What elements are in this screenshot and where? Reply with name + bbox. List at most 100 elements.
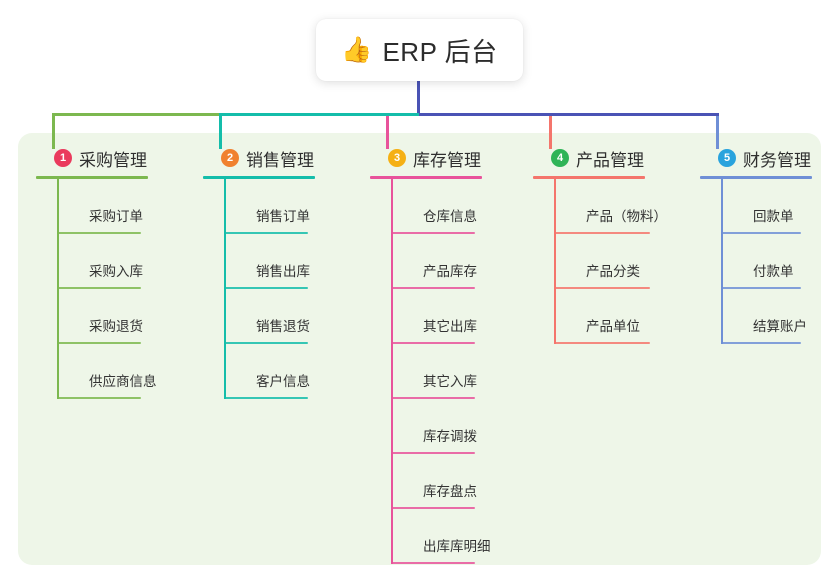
category-column-2: 2 销售管理销售订单销售出库销售退货客户信息 bbox=[203, 146, 315, 399]
leaf-item-underline bbox=[391, 507, 475, 509]
leaf-item-underline bbox=[721, 232, 801, 234]
leaf-item-label: 产品库存 bbox=[423, 264, 477, 279]
root-node-erp-backend[interactable]: 👍 ERP 后台 bbox=[316, 19, 523, 81]
leaf-item[interactable]: 结算账户 bbox=[721, 289, 812, 344]
leaf-item-label: 产品分类 bbox=[586, 264, 640, 279]
connector-bus-indigo bbox=[419, 113, 719, 116]
leaf-item-label: 回款单 bbox=[753, 209, 794, 224]
leaf-item-label: 销售出库 bbox=[256, 264, 310, 279]
category-items-3: 仓库信息产品库存其它出库其它入库库存调拨库存盘点出库库明细 bbox=[391, 179, 491, 564]
category-header-1[interactable]: 1 采购管理 bbox=[36, 146, 148, 170]
leaf-item[interactable]: 其它出库 bbox=[391, 289, 482, 344]
leaf-item[interactable]: 回款单 bbox=[721, 179, 812, 234]
leaf-item-underline bbox=[224, 342, 308, 344]
category-title-4: 产品管理 bbox=[576, 150, 644, 170]
leaf-item-label: 客户信息 bbox=[256, 374, 310, 389]
leaf-item[interactable]: 销售退货 bbox=[224, 289, 315, 344]
item-spine-1 bbox=[57, 179, 59, 399]
leaf-item-underline bbox=[391, 342, 475, 344]
connector-drop-3 bbox=[386, 116, 389, 149]
leaf-item-underline bbox=[391, 287, 475, 289]
category-items-5: 回款单付款单结算账户 bbox=[721, 179, 812, 344]
category-badge-5: 5 bbox=[718, 149, 736, 167]
connector-bus-green bbox=[52, 113, 219, 116]
item-spine-2 bbox=[224, 179, 226, 399]
category-column-4: 4 产品管理产品（物料） 产品分类产品单位 bbox=[533, 146, 667, 344]
connector-drop-1 bbox=[52, 116, 55, 149]
leaf-item-label: 采购入库 bbox=[89, 264, 143, 279]
leaf-item-underline bbox=[554, 342, 650, 344]
category-title-2: 销售管理 bbox=[246, 150, 314, 170]
leaf-item[interactable]: 仓库信息 bbox=[391, 179, 482, 234]
leaf-item-label: 库存调拨 bbox=[423, 429, 477, 444]
leaf-item-underline bbox=[391, 452, 475, 454]
leaf-item-label: 出库库明细 bbox=[423, 539, 491, 554]
leaf-item-label: 其它出库 bbox=[423, 319, 477, 334]
category-underline-3 bbox=[370, 176, 482, 179]
leaf-item[interactable]: 产品分类 bbox=[554, 234, 650, 289]
leaf-item[interactable]: 销售出库 bbox=[224, 234, 315, 289]
leaf-item-label: 销售退货 bbox=[256, 319, 310, 334]
leaf-item-underline bbox=[57, 232, 141, 234]
leaf-item-label: 结算账户 bbox=[753, 319, 807, 334]
item-spine-5 bbox=[721, 179, 723, 344]
leaf-item-underline bbox=[391, 397, 475, 399]
item-spine-3 bbox=[391, 179, 393, 564]
leaf-item[interactable]: 供应商信息 bbox=[57, 344, 157, 399]
connector-root-stem bbox=[417, 81, 420, 114]
leaf-item-underline bbox=[721, 287, 801, 289]
leaf-item-label: 采购退货 bbox=[89, 319, 143, 334]
item-spine-4 bbox=[554, 179, 556, 344]
connector-drop-5 bbox=[716, 116, 719, 149]
leaf-item-underline bbox=[224, 232, 308, 234]
leaf-item-underline bbox=[391, 562, 475, 564]
leaf-item-label: 产品单位 bbox=[586, 319, 640, 334]
category-header-2[interactable]: 2 销售管理 bbox=[203, 146, 315, 170]
category-badge-3: 3 bbox=[388, 149, 406, 167]
leaf-item[interactable]: 采购退货 bbox=[57, 289, 148, 344]
category-badge-1: 1 bbox=[54, 149, 72, 167]
leaf-item[interactable]: 产品库存 bbox=[391, 234, 482, 289]
leaf-item[interactable]: 产品（物料） bbox=[554, 179, 667, 234]
leaf-item[interactable]: 产品单位 bbox=[554, 289, 650, 344]
leaf-item-label: 产品（物料） bbox=[586, 209, 667, 224]
category-title-1: 采购管理 bbox=[79, 150, 147, 170]
category-column-1: 1 采购管理采购订单采购入库采购退货供应商信息 bbox=[36, 146, 157, 399]
connector-bus-teal bbox=[219, 113, 419, 116]
leaf-item-underline bbox=[554, 232, 650, 234]
leaf-item-underline bbox=[57, 287, 141, 289]
category-header-4[interactable]: 4 产品管理 bbox=[533, 146, 645, 170]
leaf-item-label: 库存盘点 bbox=[423, 484, 477, 499]
leaf-item[interactable]: 销售订单 bbox=[224, 179, 315, 234]
leaf-item-label: 采购订单 bbox=[89, 209, 143, 224]
leaf-item-label: 仓库信息 bbox=[423, 209, 477, 224]
root-node-title: ERP 后台 bbox=[382, 36, 498, 67]
leaf-item-underline bbox=[721, 342, 801, 344]
leaf-item[interactable]: 付款单 bbox=[721, 234, 812, 289]
category-items-4: 产品（物料） 产品分类产品单位 bbox=[554, 179, 667, 344]
leaf-item[interactable]: 采购入库 bbox=[57, 234, 148, 289]
leaf-item-underline bbox=[554, 287, 650, 289]
leaf-item[interactable]: 客户信息 bbox=[224, 344, 315, 399]
thumbs-up-icon: 👍 bbox=[341, 35, 373, 64]
leaf-item[interactable]: 其它入库 bbox=[391, 344, 482, 399]
category-underline-2 bbox=[203, 176, 315, 179]
category-underline-1 bbox=[36, 176, 148, 179]
leaf-item-underline bbox=[57, 342, 141, 344]
leaf-item[interactable]: 库存调拨 bbox=[391, 399, 482, 454]
category-underline-4 bbox=[533, 176, 645, 179]
leaf-item[interactable]: 出库库明细 bbox=[391, 509, 491, 564]
category-title-3: 库存管理 bbox=[413, 150, 481, 170]
category-column-3: 3 库存管理仓库信息产品库存其它出库其它入库库存调拨库存盘点出库库明细 bbox=[370, 146, 491, 564]
leaf-item-underline bbox=[224, 287, 308, 289]
category-header-3[interactable]: 3 库存管理 bbox=[370, 146, 482, 170]
leaf-item[interactable]: 采购订单 bbox=[57, 179, 148, 234]
category-badge-2: 2 bbox=[221, 149, 239, 167]
category-badge-4: 4 bbox=[551, 149, 569, 167]
connector-drop-4 bbox=[549, 116, 552, 149]
category-items-2: 销售订单销售出库销售退货客户信息 bbox=[224, 179, 315, 399]
leaf-item-label: 其它入库 bbox=[423, 374, 477, 389]
leaf-item[interactable]: 库存盘点 bbox=[391, 454, 482, 509]
